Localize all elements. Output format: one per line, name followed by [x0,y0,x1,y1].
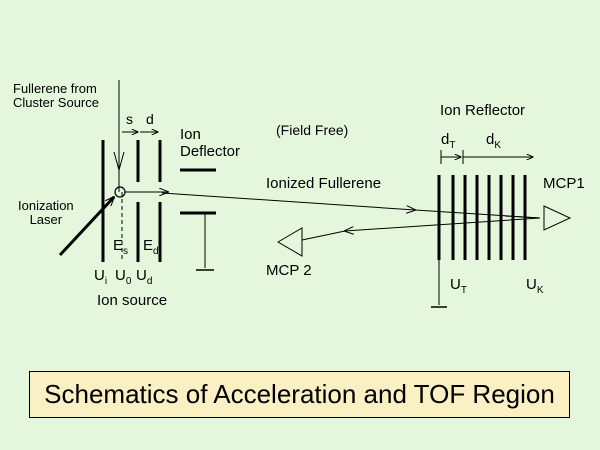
caption-title: Schematics of Acceleration and TOF Regio… [44,379,555,409]
mcp1-detector [543,205,572,231]
voltage-label-ud-sub: d [146,276,153,287]
voltage-label-ui: Ui [94,268,107,287]
voltage-label-u0-main: U [115,267,126,284]
voltage-label-u0: U0 [115,268,131,287]
mcp1-label: MCP1 [543,175,585,192]
source-label: Fullerene from Cluster Source [13,81,99,111]
ion-path-outbound [161,192,415,210]
ion-path-to-mcp1 [504,215,541,219]
laser-beam [58,197,114,257]
reflector-uk-main: U [526,276,537,293]
deflector-label: Ion Deflector [180,126,241,160]
reflector-dt-sub: T [449,140,456,151]
reflector-ut-sub: T [460,285,467,296]
voltage-label-ui-main: U [94,267,105,284]
reflector-uk-label: UK [526,277,544,296]
mcp2-detector [277,227,303,257]
reflector-label: Ion Reflector [440,102,526,119]
voltage-label-ud: Ud [136,268,152,287]
ionized-fullerene-label: Ionized Fullerene [266,175,382,192]
reflector-ut-label: UT [450,277,467,296]
reflector-dt-main: d [441,131,450,148]
field-free-label: (Field Free) [276,122,349,138]
mcp2-label: MCP 2 [266,262,312,279]
gap-s-label: s [126,111,133,127]
ion-path-return-tail [301,230,346,241]
gap-d-label: d [146,111,154,127]
reflector-dk-sub: K [494,140,502,151]
field-label-ed: Ed [143,238,159,257]
laser-label: Ionization Laser [18,198,74,228]
field-label-ed-sub: d [153,246,159,257]
field-label-ed-main: E [143,237,154,254]
reflector-grid [437,175,527,260]
reflector-dk-label: dK [486,132,501,151]
reflector-ut-main: U [450,276,461,293]
ionization-point [114,186,126,198]
reflector-dt-label: dT [441,132,455,151]
voltage-label-u0-sub: 0 [125,276,132,287]
reflector-uk-sub: K [536,285,544,296]
caption-box: Schematics of Acceleration and TOF Regio… [29,371,570,418]
voltage-label-ui-sub: i [104,276,108,287]
voltage-label-ud-main: U [136,267,147,284]
ion-source-label: Ion source [97,292,168,309]
reflector-dk-main: d [486,131,495,148]
cluster-beam-arrow [113,151,125,172]
field-label-es: Es [113,238,128,257]
field-label-es-sub: s [123,246,129,257]
ion-path-return [345,217,541,231]
field-label-es-main: E [113,237,124,254]
